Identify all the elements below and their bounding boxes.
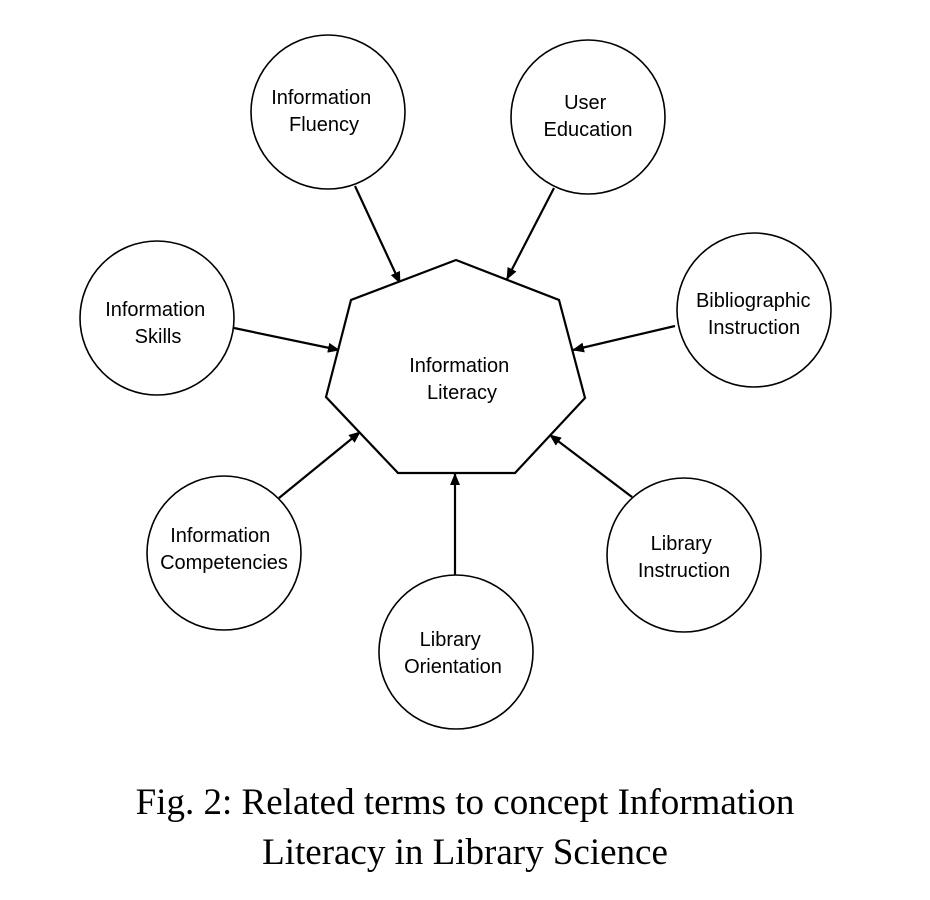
node-label-line2: Education bbox=[544, 119, 633, 141]
center-label-line2: Literacy bbox=[427, 382, 497, 404]
arrow-library-instruction bbox=[549, 434, 633, 498]
figure-caption: Fig. 2: Related terms to concept Informa… bbox=[0, 778, 930, 878]
concept-diagram: Information Literacy Information Fluency… bbox=[79, 34, 832, 730]
arrow-information-fluency bbox=[354, 185, 401, 284]
node-label-line2: Fluency bbox=[289, 114, 359, 136]
svg-text:Information Literacy: Information Literacy bbox=[409, 355, 515, 404]
node-label-line2: Competencies bbox=[160, 552, 288, 574]
node-information-fluency: Information Fluency bbox=[250, 34, 406, 190]
node-bibliographic-instruction: Bibliographic Instruction bbox=[676, 232, 832, 388]
node-label-line2: Orientation bbox=[404, 656, 502, 678]
node-label-line1: Library bbox=[420, 629, 481, 651]
svg-text:Information Competencies: Information Competencies bbox=[160, 525, 288, 574]
node-label-line2: Skills bbox=[135, 326, 182, 348]
node-information-competencies: Information Competencies bbox=[146, 475, 302, 631]
connector-arrows bbox=[233, 185, 676, 578]
center-node-information-literacy: Information Literacy bbox=[324, 258, 587, 475]
node-library-orientation: Library Orientation bbox=[378, 574, 534, 730]
svg-text:Information Fluency: Information Fluency bbox=[271, 87, 377, 136]
node-library-instruction: Library Instruction bbox=[606, 477, 762, 633]
svg-text:Library Instruction: Library Instruction bbox=[638, 533, 730, 582]
heptagon-shape bbox=[324, 258, 587, 475]
node-label-line1: Information bbox=[105, 299, 205, 321]
caption-line2: Literacy in Library Science bbox=[262, 832, 668, 873]
arrow-user-education bbox=[506, 187, 555, 280]
node-user-education: User Education bbox=[510, 39, 666, 195]
node-label-line1: Information bbox=[170, 525, 270, 547]
caption-line1: Fig. 2: Related terms to concept Informa… bbox=[135, 782, 795, 823]
node-label-line2: Instruction bbox=[708, 317, 800, 339]
svg-text:Information Skills: Information Skills bbox=[105, 299, 211, 348]
arrow-information-skills bbox=[233, 326, 340, 353]
node-label-line2: Instruction bbox=[638, 560, 730, 582]
arrow-information-competencies bbox=[278, 431, 361, 499]
node-label-line1: Information bbox=[271, 87, 371, 109]
node-information-skills: Information Skills bbox=[79, 240, 235, 396]
svg-text:Library Orientation: Library Orientation bbox=[404, 629, 502, 678]
node-label-line1: User bbox=[564, 92, 607, 114]
node-label-line1: Library bbox=[651, 533, 712, 555]
svg-text:Bibliographic Instructio: Bibliographic Instruction bbox=[696, 290, 816, 339]
svg-text:User Education: User Education bbox=[544, 92, 633, 141]
arrow-bibliographic-instruction bbox=[572, 324, 676, 353]
node-label-line1: Bibliographic bbox=[696, 290, 811, 312]
center-label-line1: Information bbox=[409, 355, 509, 377]
